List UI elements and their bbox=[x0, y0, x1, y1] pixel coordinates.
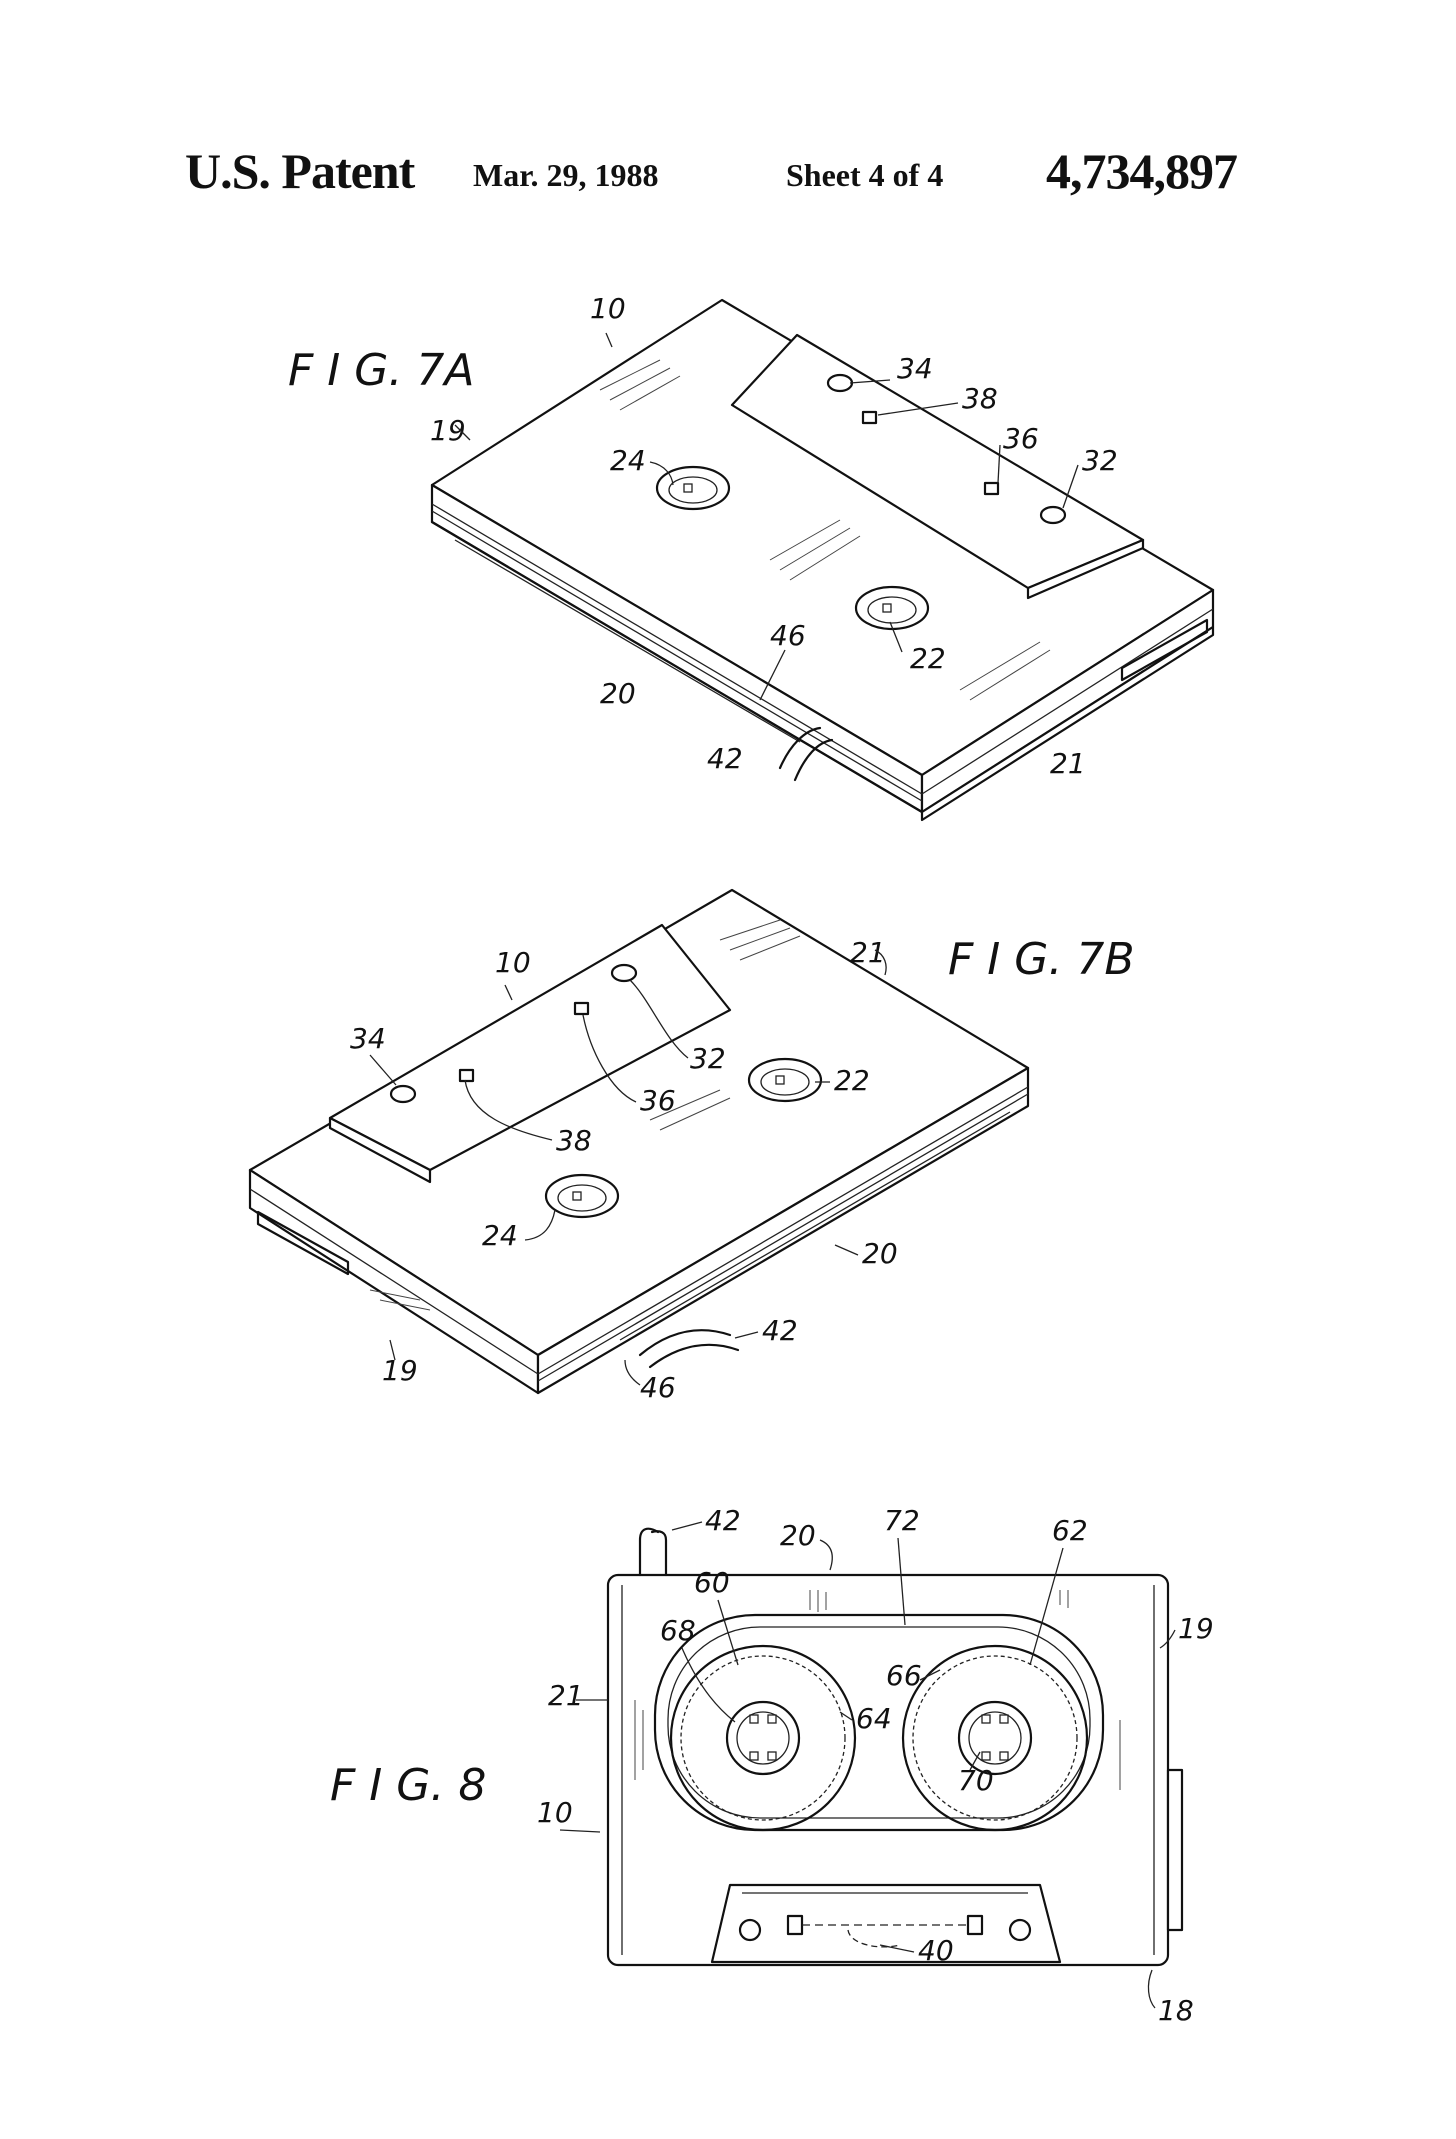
ref-42: 42 bbox=[705, 1504, 741, 1537]
ref-66: 66 bbox=[886, 1659, 922, 1692]
patent-date: Mar. 29, 1988 bbox=[473, 157, 659, 193]
ref-62: 62 bbox=[1052, 1514, 1088, 1547]
ref-40: 40 bbox=[918, 1934, 954, 1967]
hatching-7a bbox=[599, 359, 1051, 701]
tape-42 bbox=[638, 1329, 732, 1357]
hatching-8 bbox=[634, 1590, 1121, 1790]
patent-title: U.S. Patent bbox=[185, 143, 415, 199]
ref-60: 60 bbox=[694, 1566, 730, 1599]
opening-38 bbox=[458, 1068, 475, 1083]
ref-36: 36 bbox=[1003, 422, 1039, 455]
ref-32: 32 bbox=[1082, 444, 1118, 477]
ref-70: 70 bbox=[958, 1764, 994, 1797]
cassette-7a-drawing bbox=[430, 298, 1215, 822]
ref-42: 42 bbox=[707, 742, 743, 775]
hole-32 bbox=[1039, 505, 1067, 525]
reel-60 bbox=[669, 1644, 857, 1832]
ref-46: 46 bbox=[770, 619, 806, 652]
fig-7a-label: F I G. 7A bbox=[288, 345, 474, 396]
ref-46: 46 bbox=[640, 1371, 676, 1404]
ref-20: 20 bbox=[862, 1237, 898, 1270]
cassette-8-drawing bbox=[606, 1527, 1184, 1967]
ref-18: 18 bbox=[1158, 1994, 1194, 2027]
ref-32: 32 bbox=[690, 1042, 726, 1075]
tape-window bbox=[653, 1613, 1105, 1832]
ref-24: 24 bbox=[610, 444, 646, 477]
fig-7b-label: F I G. 7B bbox=[948, 934, 1135, 985]
figure-8: F I G. 8 bbox=[330, 1504, 1214, 2027]
ref-34: 34 bbox=[350, 1022, 386, 1055]
cassette-7a-bottom bbox=[430, 520, 1215, 822]
tape-42 bbox=[638, 1527, 660, 1577]
ref-10: 10 bbox=[537, 1796, 573, 1829]
ref-10: 10 bbox=[590, 292, 626, 325]
tape-42 bbox=[778, 726, 822, 770]
fig-8-label: F I G. 8 bbox=[330, 1760, 486, 1811]
reel-hole-24 bbox=[655, 465, 731, 511]
reel-hole-24 bbox=[544, 1173, 620, 1219]
ref-24: 24 bbox=[482, 1219, 518, 1252]
ref-42: 42 bbox=[762, 1314, 798, 1347]
ref-19: 19 bbox=[382, 1354, 418, 1387]
ref-34: 34 bbox=[897, 352, 933, 385]
opening-36 bbox=[573, 1001, 590, 1016]
figure-7a: F I G. 7A bbox=[288, 292, 1215, 822]
opening-36 bbox=[983, 481, 1000, 496]
ref-22: 22 bbox=[834, 1064, 870, 1097]
ref-38: 38 bbox=[556, 1124, 592, 1157]
ref-68: 68 bbox=[660, 1614, 696, 1647]
ref-20: 20 bbox=[780, 1519, 816, 1552]
reel-hole-22 bbox=[854, 585, 930, 631]
hole-34 bbox=[389, 1084, 417, 1104]
head-area bbox=[710, 1883, 1062, 1964]
ref-19: 19 bbox=[1178, 1612, 1214, 1645]
patent-number: 4,734,897 bbox=[1046, 143, 1238, 199]
figure-7b: F I G. 7B bbox=[248, 888, 1135, 1404]
ref-21: 21 bbox=[548, 1679, 584, 1712]
hatching-7b bbox=[369, 919, 801, 1311]
sheet-number: Sheet 4 of 4 bbox=[786, 157, 944, 193]
ref-21: 21 bbox=[1050, 747, 1086, 780]
reel-62 bbox=[901, 1644, 1089, 1832]
ref-10: 10 bbox=[495, 946, 531, 979]
ref-72: 72 bbox=[884, 1504, 920, 1537]
hole-32 bbox=[610, 963, 638, 983]
opening-38 bbox=[861, 410, 878, 425]
cassette-7b-drawing bbox=[248, 888, 1030, 1395]
reel-hole-22 bbox=[747, 1057, 823, 1103]
ref-22: 22 bbox=[910, 642, 946, 675]
ref-36: 36 bbox=[640, 1084, 676, 1117]
ref-21: 21 bbox=[850, 936, 886, 969]
ref-20: 20 bbox=[600, 677, 636, 710]
ref-38: 38 bbox=[962, 382, 998, 415]
ref-64: 64 bbox=[856, 1702, 892, 1735]
